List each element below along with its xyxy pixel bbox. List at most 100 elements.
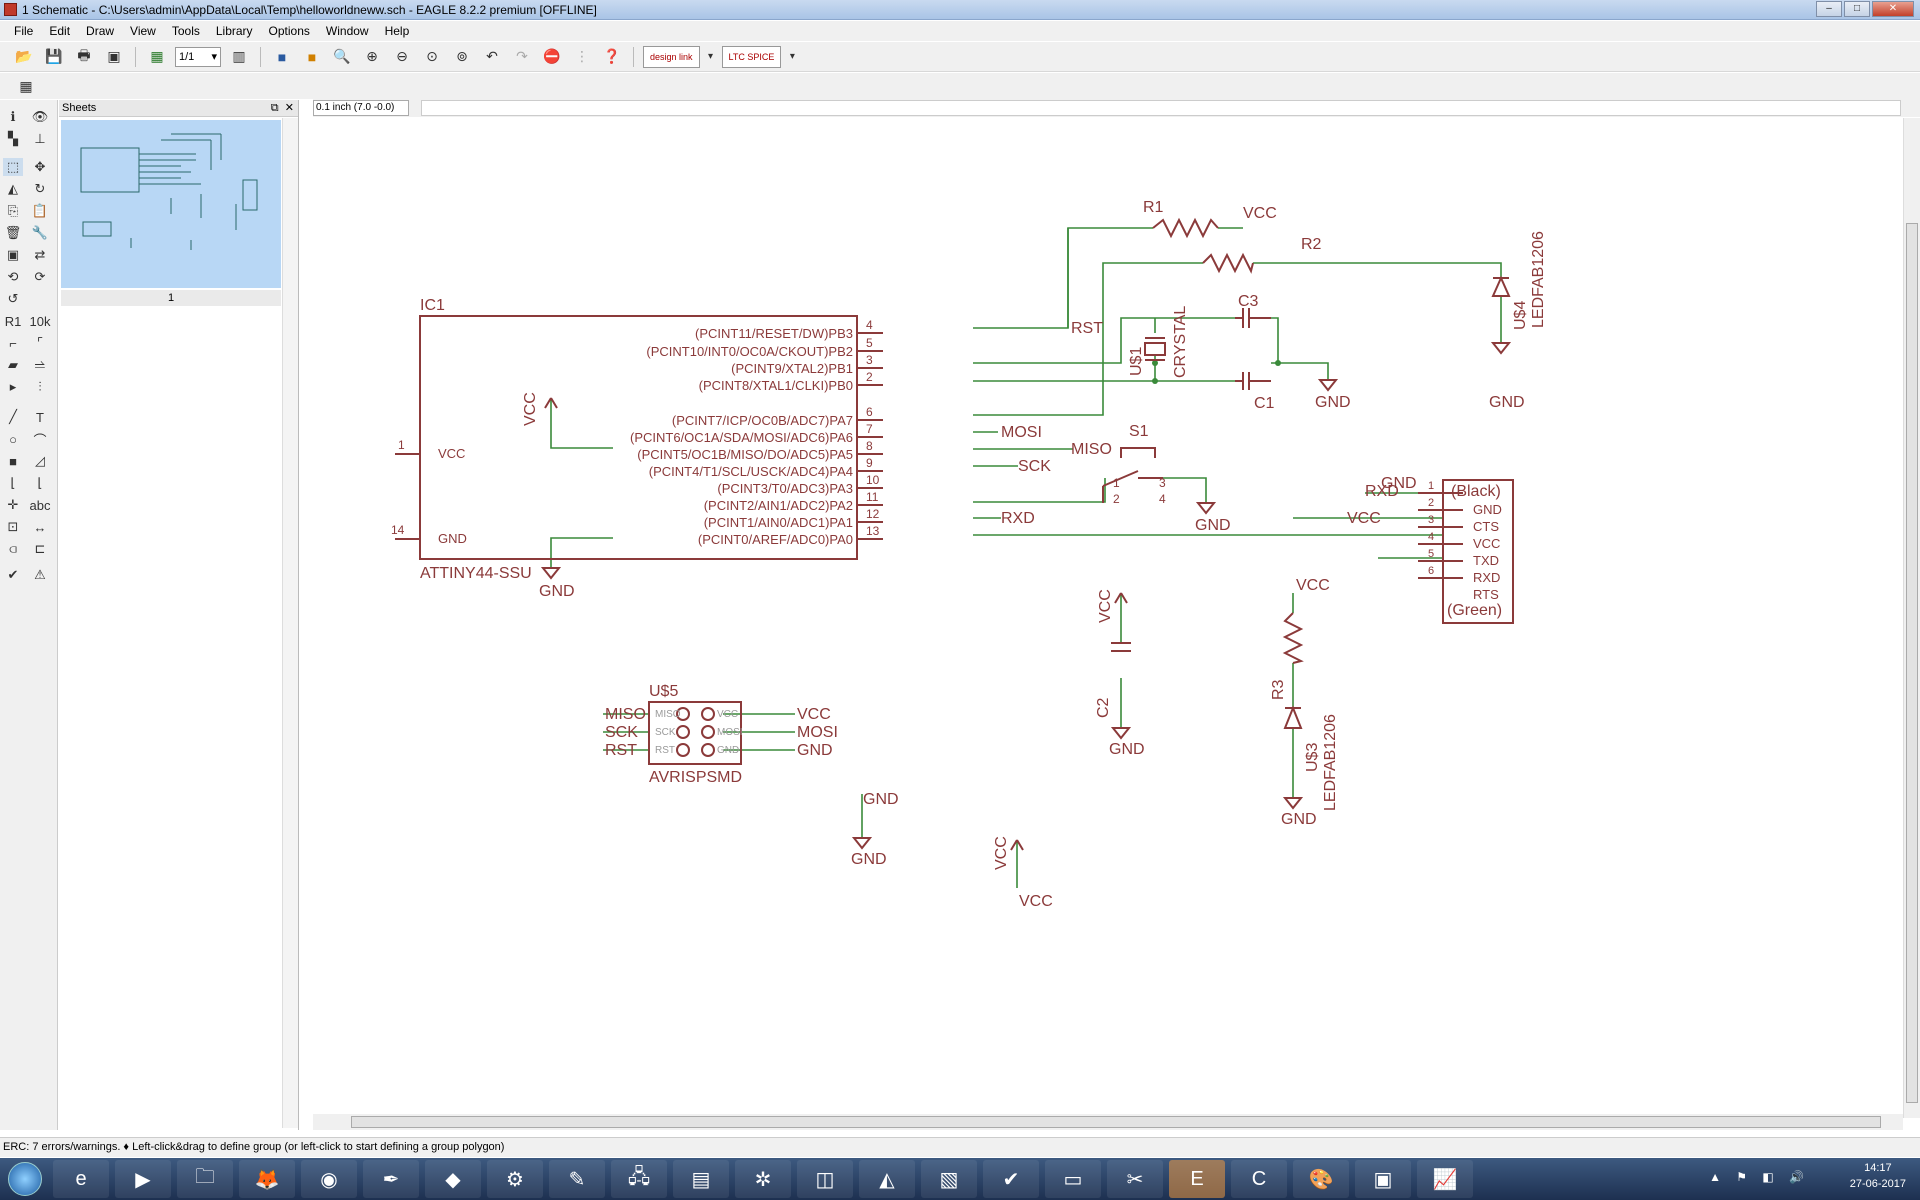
tool-icon[interactable]: ✂	[1107, 1160, 1163, 1198]
display-icon[interactable]: ▚	[8, 131, 18, 146]
miter-icon[interactable]: ⌜	[36, 335, 44, 350]
document-icon[interactable]: ▧	[921, 1160, 977, 1198]
wire-icon[interactable]: ╱	[9, 409, 17, 424]
go-icon[interactable]: ⋮	[575, 48, 589, 64]
bus-icon[interactable]: ⌊	[37, 475, 43, 490]
help-icon[interactable]: ❓	[603, 48, 621, 64]
print-icon[interactable]: 🖶	[77, 46, 91, 63]
command-line-input[interactable]	[421, 100, 1901, 116]
redo-icon[interactable]: ↷	[516, 48, 528, 64]
minimize-button[interactable]: –	[1816, 1, 1842, 17]
smash-icon[interactable]: ↺	[7, 291, 19, 306]
sketchup-icon[interactable]: ◆	[425, 1160, 481, 1198]
sheet-select[interactable]: 1/1▾	[175, 46, 221, 67]
zoom-select-icon[interactable]: ⊚	[456, 48, 468, 64]
delete-icon[interactable]: 🗑	[4, 225, 22, 240]
pin-icon[interactable]: ▸	[9, 379, 17, 394]
zoom-fit-icon[interactable]: 🔍	[333, 48, 351, 64]
chevron-down-icon[interactable]: ▾	[708, 51, 714, 62]
inkscape-dark-icon[interactable]: ◭	[859, 1160, 915, 1198]
optimize-icon[interactable]: ⥬	[34, 357, 46, 372]
image-viewer-icon[interactable]: ▣	[1355, 1160, 1411, 1198]
checkmark-app-icon[interactable]: ✔	[983, 1160, 1039, 1198]
info-icon[interactable]: ℹ	[10, 109, 16, 124]
pdf-icon[interactable]: ▤	[673, 1160, 729, 1198]
clock[interactable]: 14:17 27-06-2017	[1850, 1160, 1906, 1192]
menu-options[interactable]: Options	[268, 24, 310, 38]
design-link-button[interactable]: design link	[643, 45, 700, 68]
schematic-drawing[interactable]: IC1 ATTINY44-SSU VCC GND (PCINT11/RESET/…	[313, 118, 1903, 1118]
app-icon[interactable]: ◫	[797, 1160, 853, 1198]
board-icon[interactable]: ▦	[150, 48, 164, 64]
chevron-down-icon[interactable]: ▾	[789, 51, 795, 62]
undock-icon[interactable]: ⧉	[270, 102, 279, 114]
gateswap-icon[interactable]: ⟲	[7, 269, 19, 284]
sheet-number[interactable]: 1	[61, 290, 281, 306]
redraw-icon[interactable]: ⊙	[426, 48, 438, 64]
network-icon[interactable]: 🖧	[611, 1160, 667, 1198]
cam-icon[interactable]: ▣	[107, 48, 121, 64]
split-icon[interactable]: ⌐	[9, 335, 17, 351]
schematic-canvas[interactable]: IC1 ATTINY44-SSU VCC GND (PCINT11/RESET/…	[313, 118, 1903, 1118]
pinswap-icon[interactable]: ⇄	[34, 247, 46, 262]
media-player-icon[interactable]: ▶	[115, 1160, 171, 1198]
invoke-icon[interactable]: ⟳	[34, 269, 46, 284]
zoom-out-icon[interactable]: ⊖	[396, 48, 408, 64]
value-icon[interactable]: 10k	[29, 313, 51, 329]
replace-icon[interactable]: ▣	[6, 247, 20, 262]
start-button[interactable]	[0, 1158, 50, 1200]
show-icon[interactable]: 👁	[31, 109, 49, 124]
sheet-thumbnail[interactable]	[61, 120, 281, 288]
presentation-icon[interactable]: ▭	[1045, 1160, 1101, 1198]
menu-help[interactable]: Help	[384, 24, 410, 38]
run-ulp-icon[interactable]: ■	[307, 48, 317, 65]
maximize-button[interactable]: □	[1844, 1, 1870, 17]
name-icon[interactable]: R1	[4, 313, 22, 329]
script-icon[interactable]: ■	[277, 48, 287, 65]
chrome-icon[interactable]: ◉	[301, 1160, 357, 1198]
menu-library[interactable]: Library	[215, 24, 253, 38]
save-icon[interactable]: 💾	[45, 48, 63, 64]
junction-icon[interactable]: ✛	[7, 497, 19, 512]
copy-icon[interactable]: ⎘	[7, 203, 19, 218]
text-icon[interactable]: T	[36, 409, 44, 425]
horizontal-scroll-thumb[interactable]	[351, 1116, 1881, 1128]
ltspice-button[interactable]: LTC SPICE	[721, 45, 782, 68]
open-icon[interactable]: 📂	[15, 48, 33, 64]
c-app-icon[interactable]: C	[1231, 1160, 1287, 1198]
eagle-taskbar-icon[interactable]: E	[1169, 1160, 1225, 1198]
move-icon[interactable]: ✥	[34, 159, 46, 174]
paste-icon[interactable]: 📋	[31, 203, 49, 218]
label-icon[interactable]: abc	[29, 497, 51, 513]
dimension-icon[interactable]: ↔	[33, 519, 47, 535]
firefox-icon[interactable]: 🦊	[239, 1160, 295, 1198]
zoom-in-icon[interactable]: ⊕	[366, 48, 378, 64]
menu-window[interactable]: Window	[325, 24, 369, 38]
rotate-icon[interactable]: ↻	[34, 181, 46, 196]
erc-icon[interactable]: ✔	[7, 567, 19, 582]
menu-view[interactable]: View	[130, 24, 156, 38]
library-icon[interactable]: ▥	[232, 48, 246, 64]
system-tray-icons[interactable]: ▲ ⚑ ◧ 🔊	[1709, 1170, 1810, 1184]
close-icon[interactable]: ✕	[284, 102, 294, 114]
settings-gear-icon[interactable]: ⚙	[487, 1160, 543, 1198]
menu-tools[interactable]: Tools	[171, 24, 200, 38]
add-icon[interactable]: ⊏	[34, 541, 46, 556]
group-icon[interactable]: ⬚	[3, 158, 23, 176]
pinwheel-icon[interactable]: ✲	[735, 1160, 791, 1198]
menu-file[interactable]: File	[14, 24, 34, 38]
horizontal-scrollbar[interactable]	[313, 1114, 1903, 1130]
paint-icon[interactable]: ✎	[549, 1160, 605, 1198]
internet-explorer-icon[interactable]: e	[53, 1160, 109, 1198]
vertical-scrollbar[interactable]	[1903, 118, 1920, 1118]
stop-icon[interactable]: ⛔	[543, 48, 561, 64]
slice-icon[interactable]: ▰	[8, 357, 18, 372]
close-button[interactable]: ✕	[1872, 1, 1914, 17]
inkscape-icon[interactable]: ✒	[363, 1160, 419, 1198]
circle-icon[interactable]: ○	[9, 431, 17, 447]
mirror-icon[interactable]: ◭	[8, 181, 18, 196]
net-icon[interactable]: ⌊	[10, 475, 16, 490]
arc-icon[interactable]: ⌒	[33, 432, 47, 448]
polygon-icon[interactable]: ◿	[35, 453, 45, 468]
undo-icon[interactable]: ↶	[486, 48, 498, 64]
